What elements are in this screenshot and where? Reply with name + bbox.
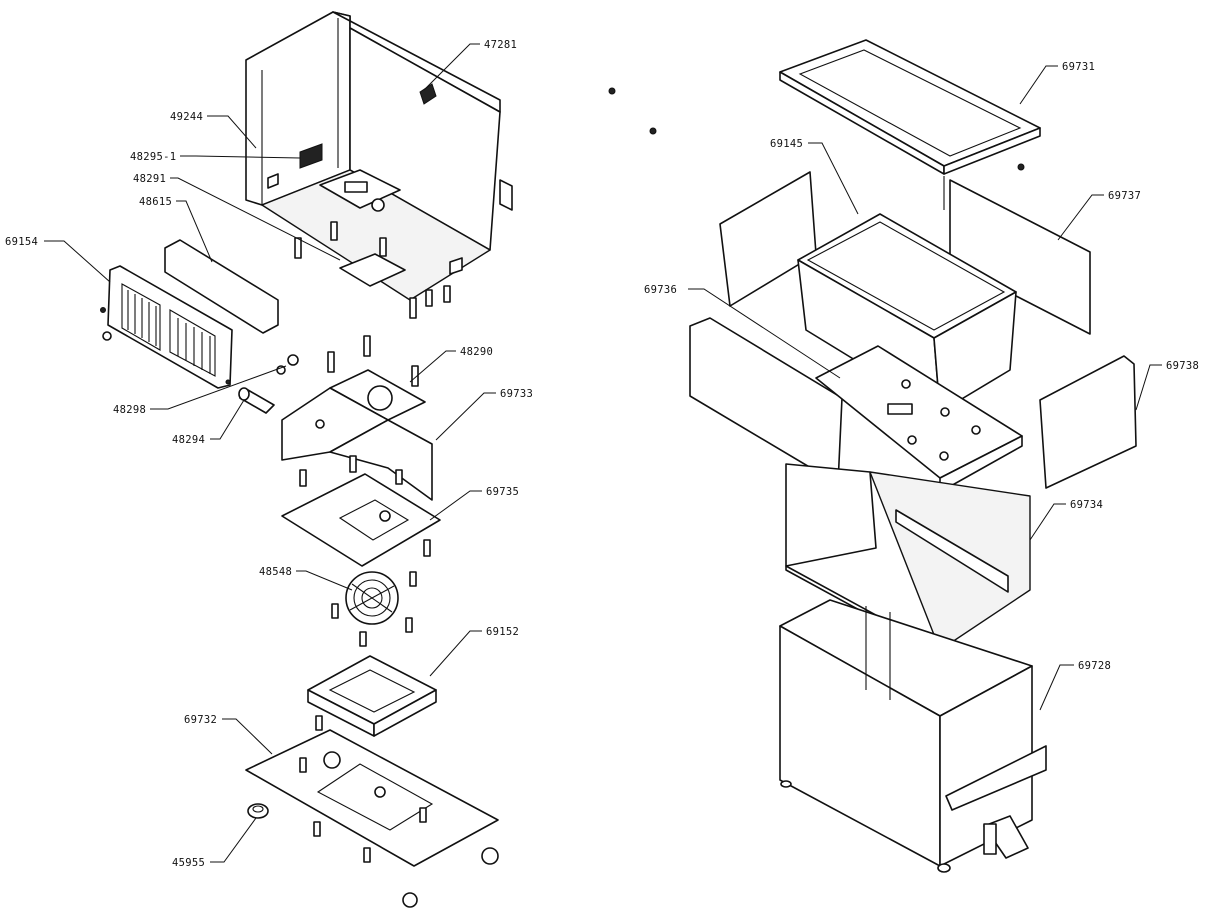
callout-48294: 48294 [172,434,205,446]
fan-guard-48548 [331,571,417,647]
screw-loose-1 [608,87,616,95]
callout-69152: 69152 [486,626,519,638]
insulation-right-69737 [949,179,1091,335]
foot-45955 [247,803,269,819]
callout-69737: 69737 [1108,190,1141,202]
callout-48298: 48298 [113,404,146,416]
callout-45955: 45955 [172,857,205,869]
insulation-front-69736 [689,317,843,485]
grille-69154 [100,265,233,389]
callout-69736: 69736 [644,284,677,296]
fitting-48298 [276,354,299,375]
tray-69152 [307,655,437,737]
callout-48548: 48548 [259,566,292,578]
callout-69732: 69732 [184,714,217,726]
tube-48294 [238,387,275,414]
callout-48291: 48291 [133,173,166,185]
base-plate-69732 [245,715,499,908]
callout-48295-1: 48295-1 [130,151,176,163]
callout-69154: 69154 [5,236,38,248]
callout-69145: 69145 [770,138,803,150]
plate-69735 [281,455,441,567]
insulation-right-69738 [1039,355,1137,489]
callout-69728: 69728 [1078,660,1111,672]
cabinet-69728 [779,599,1047,873]
callout-48615: 48615 [139,196,172,208]
screws-housing [294,221,451,319]
callout-48290: 48290 [460,346,493,358]
callout-69731: 69731 [1062,61,1095,73]
housing-49244 [245,11,513,301]
screw-loose-3 [1017,163,1025,171]
callout-69735: 69735 [486,486,519,498]
callout-labels: 47281 49244 48295-1 48291 48615 69154 48… [5,39,1199,869]
callout-69734: 69734 [1070,499,1103,511]
leader-lines [44,43,1162,863]
fan-bracket-69733 [281,335,433,501]
lid-69731 [779,39,1041,210]
callout-49244: 49244 [170,111,203,123]
screw-loose-2 [649,127,657,135]
callout-69733: 69733 [500,388,533,400]
callout-47281: 47281 [484,39,517,51]
filter-strip-48615 [164,239,279,334]
callout-69738: 69738 [1166,360,1199,372]
tank-support-plate [815,345,1023,493]
